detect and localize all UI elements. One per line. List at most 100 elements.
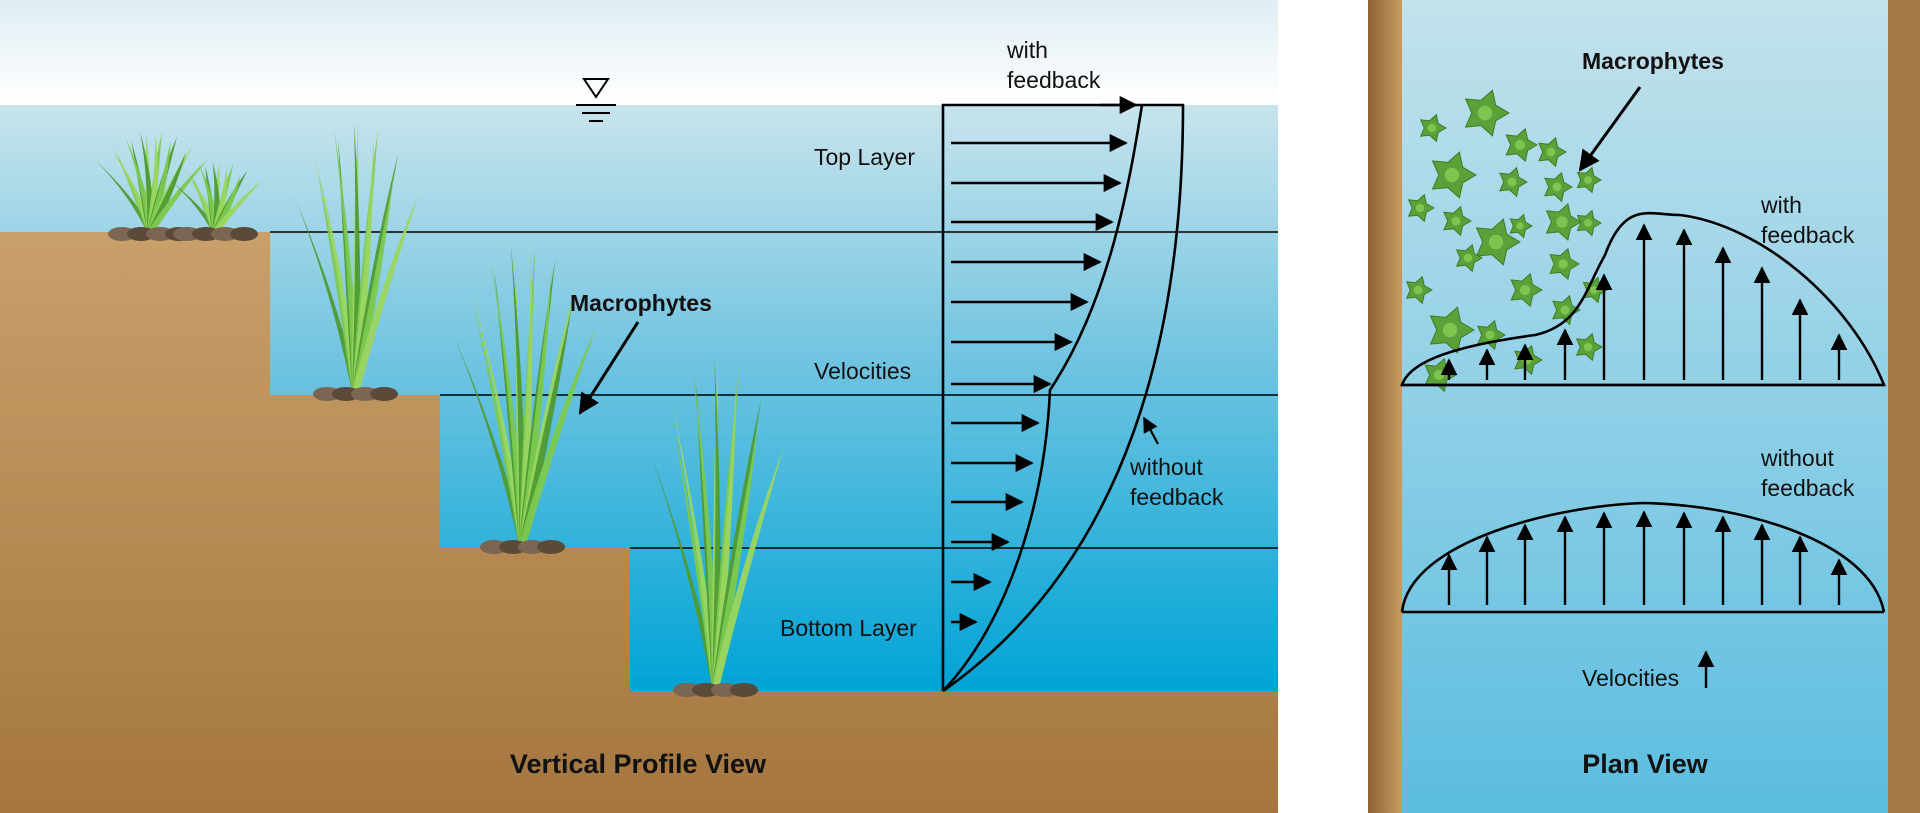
velocity-profile	[941, 95, 1185, 693]
leaf-center	[1584, 176, 1592, 184]
plan-without-feedback-label-line1: without	[1760, 445, 1834, 471]
leaf-center	[1507, 177, 1517, 187]
leaf-center	[1433, 369, 1445, 381]
leaf-center	[1558, 259, 1568, 269]
leaf-center	[1427, 123, 1437, 133]
floating-leaf	[1405, 275, 1434, 305]
leaf-blade	[450, 327, 526, 545]
vertical-profile-title: Vertical Profile View	[510, 749, 767, 779]
floating-leaf	[1544, 171, 1573, 203]
floating-leaf	[1443, 205, 1472, 237]
floating-leaf	[1407, 193, 1436, 223]
water-level-triangle-icon	[576, 78, 616, 122]
leaf-blade	[712, 448, 784, 688]
leaf-center	[1584, 219, 1592, 227]
rock	[230, 227, 258, 241]
leaf-blade	[94, 159, 154, 232]
plan-with-feedback-label-line1: with	[1760, 192, 1802, 218]
macrophyte-plant	[170, 162, 262, 241]
without-feedback-label-line2: feedback	[1130, 484, 1224, 510]
floating-leaf	[1464, 89, 1510, 137]
floating-leaf	[1509, 213, 1533, 239]
floating-leaf	[1499, 166, 1528, 198]
leaf-blade	[712, 397, 762, 688]
plan-velocities-label: Velocities	[1582, 665, 1679, 691]
leaf-blade	[692, 365, 719, 688]
plan-macrophytes-label: Macrophytes	[1582, 48, 1724, 74]
stepped-sediment-bank	[0, 232, 1278, 813]
leaf-blade	[519, 306, 572, 545]
plan-view-panel: Macrophytes with feedback without feedba…	[1368, 0, 1920, 813]
floating-leaf	[1505, 127, 1538, 163]
floating-leaf	[1538, 136, 1567, 168]
floating-leaf	[1576, 209, 1602, 237]
plan-view-title: Plan View	[1582, 749, 1709, 779]
leaf-blade	[170, 181, 219, 232]
plan-with-feedback-curve	[1400, 211, 1886, 387]
leaf-blade	[109, 146, 154, 232]
macrophytes-pointer-arrow	[578, 321, 640, 415]
without-feedback-label-line1: without	[1129, 454, 1203, 480]
plan-without-feedback-label-line2: feedback	[1761, 475, 1855, 501]
floating-leaf	[1552, 294, 1581, 326]
plan-with-feedback-label-line2: feedback	[1761, 222, 1855, 248]
leaf-blade	[648, 448, 719, 688]
floating-leaf	[1549, 247, 1580, 281]
leaf-blade	[670, 397, 719, 688]
top-layer-label: Top Layer	[814, 144, 915, 170]
without-feedback-profile-curve	[941, 103, 1185, 693]
leaf-blade	[712, 421, 759, 688]
macrophytes-label: Macrophytes	[570, 290, 712, 316]
floating-leaf	[1419, 113, 1448, 143]
leaf-center	[1488, 234, 1504, 250]
leaf-center	[1552, 182, 1562, 192]
leaf-center	[1590, 286, 1598, 294]
leaf-blade	[314, 154, 359, 392]
leaf-center	[1451, 216, 1461, 226]
leaf-center	[1546, 147, 1556, 157]
rock	[537, 540, 565, 554]
floating-leaf	[1431, 151, 1477, 199]
bottom-layer-label: Bottom Layer	[780, 615, 917, 641]
leaf-blade	[519, 327, 596, 545]
right-bank	[1888, 0, 1920, 813]
leaf-center	[1485, 330, 1495, 340]
floating-leaf	[1545, 202, 1582, 242]
leaf-blade	[294, 195, 359, 392]
leaf-center	[1415, 203, 1425, 213]
leaf-blade	[470, 287, 526, 545]
left-bank	[1368, 0, 1402, 813]
with-feedback-label-line2: feedback	[1007, 67, 1101, 93]
leaf-center	[1444, 167, 1460, 183]
leaf-center	[1556, 216, 1568, 228]
leaf-blade	[352, 195, 418, 392]
leaf-center	[1477, 105, 1493, 121]
channel-water	[1402, 0, 1888, 813]
vertical-profile-panel: Macrophytes Top Layer Velocities Bottom …	[0, 0, 1278, 813]
plan-macrophytes-pointer-arrow	[1578, 86, 1642, 172]
rock	[370, 387, 398, 401]
leaf-center	[1514, 139, 1526, 151]
leaf-blade	[212, 181, 262, 232]
macrophyte-plant	[450, 245, 596, 554]
leaf-center	[1560, 305, 1570, 315]
leaf-blade	[490, 258, 526, 545]
leaf-center	[1583, 342, 1593, 352]
sky	[0, 0, 1278, 105]
with-feedback-label-line1: with	[1006, 37, 1048, 63]
macrophyte-plants	[94, 122, 784, 697]
macrophyte-plant	[648, 358, 784, 697]
leaf-center	[1516, 222, 1524, 230]
leaf-center	[1463, 253, 1473, 263]
rock	[730, 683, 758, 697]
floating-leaf	[1575, 332, 1604, 362]
floating-leaf	[1455, 243, 1484, 273]
leaf-center	[1442, 322, 1458, 338]
leaf-center	[1519, 284, 1531, 296]
floating-leaf	[1475, 218, 1521, 266]
floating-leaf	[1510, 272, 1543, 308]
leaf-center	[1413, 285, 1423, 295]
without-feedback-pointer-arrow	[1143, 416, 1159, 445]
macrophyte-plant	[294, 122, 418, 401]
